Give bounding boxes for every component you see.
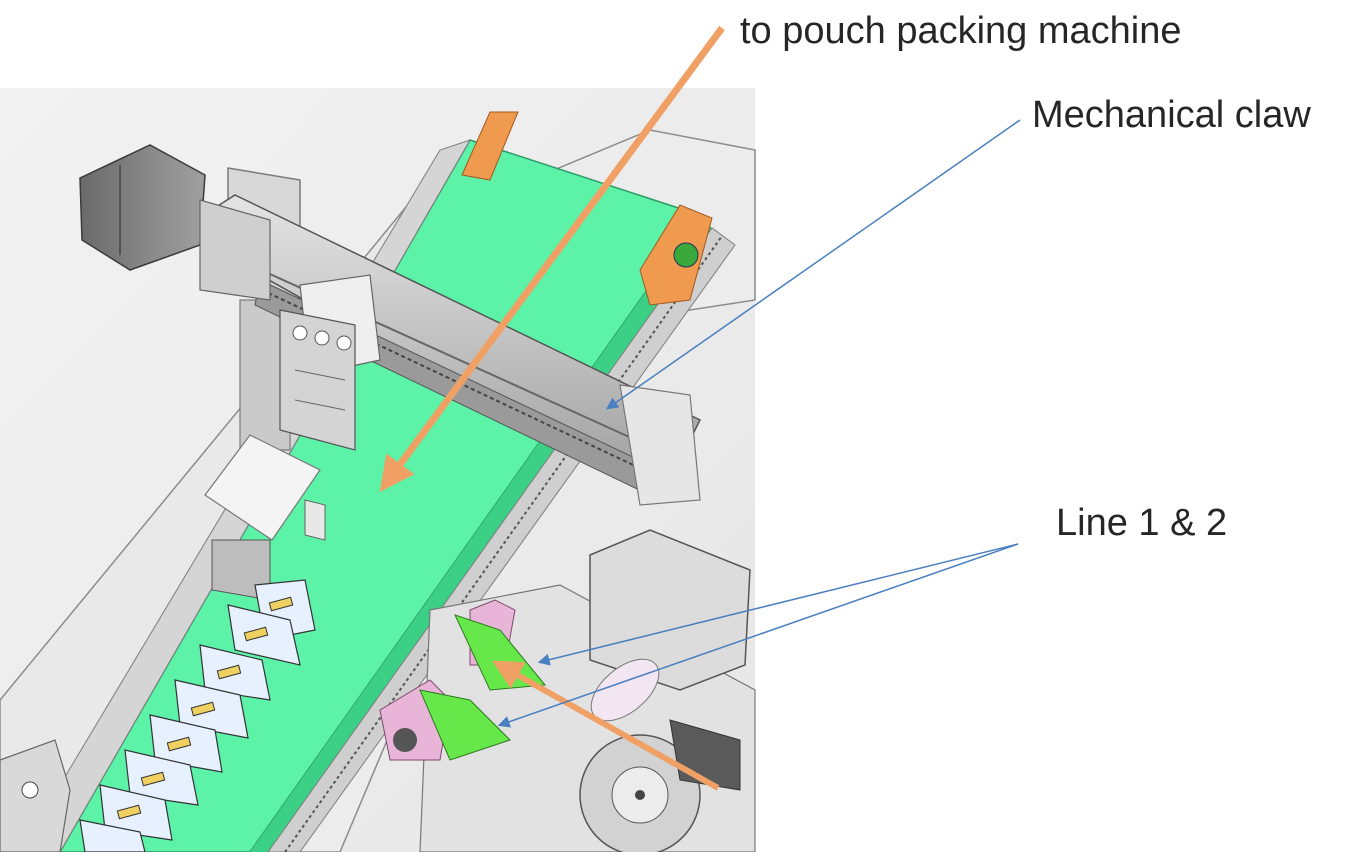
plate (79, 819, 146, 852)
leader-mechanical-claw (606, 119, 1021, 410)
cad-render (0, 88, 756, 852)
flow-arrow-main (379, 25, 725, 493)
label-mechanical-claw: Mechanical claw (1032, 94, 1311, 136)
small-belt-line-2 (419, 689, 511, 761)
label-output-direction: to pouch packing machine (740, 10, 1182, 52)
feed-motor-box (589, 529, 751, 691)
gantry-end-block (619, 384, 701, 506)
product-plates (79, 579, 316, 852)
leader-line-2 (497, 543, 1019, 728)
label-lines: Line 1 & 2 (1056, 502, 1228, 544)
flow-arrow-feed (491, 660, 720, 791)
gripper-block (204, 434, 321, 541)
pneumatic-cylinder (279, 309, 356, 451)
motor-coupling (199, 199, 271, 301)
leader-line-1 (537, 543, 1019, 666)
end-roller-left (461, 111, 519, 181)
